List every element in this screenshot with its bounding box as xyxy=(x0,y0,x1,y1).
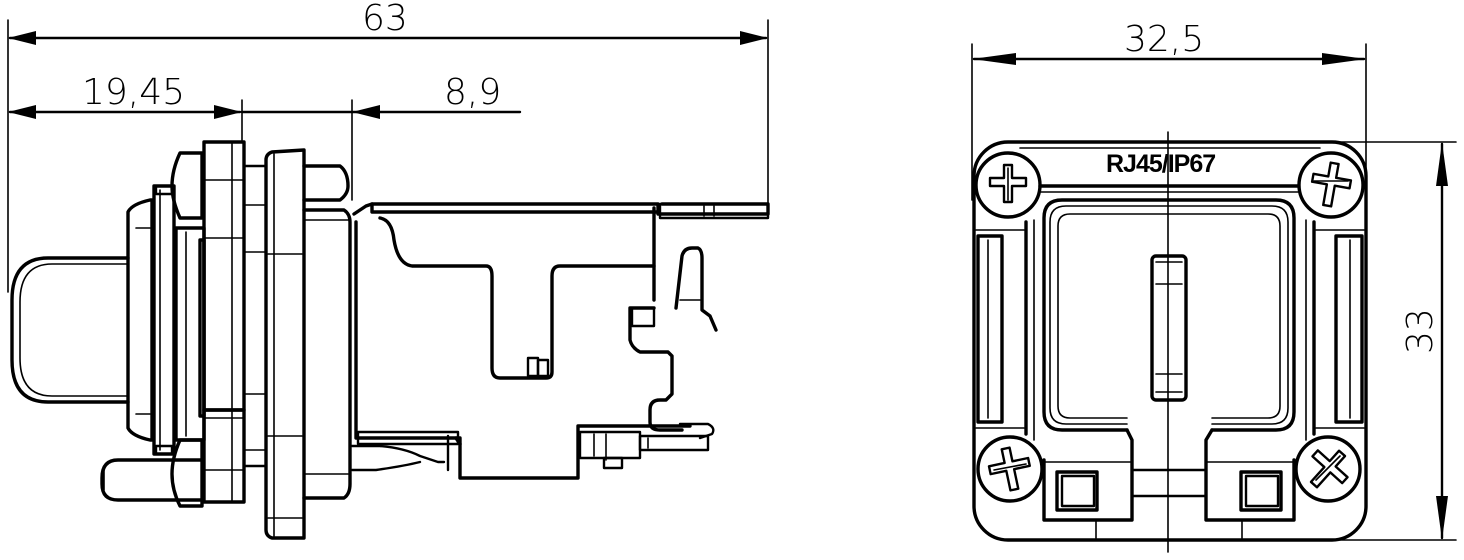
side-view xyxy=(10,140,770,540)
screw-bottom-left-icon xyxy=(976,435,1044,503)
dim-width: 32,5 xyxy=(971,19,1367,201)
dim-overall-length: 63 xyxy=(7,0,769,293)
dim-height: 33 xyxy=(1339,141,1457,541)
screw-top-left-icon xyxy=(974,151,1042,219)
dim-label-8-9: 8,9 xyxy=(444,72,501,113)
connector-label: RJ45/IP67 xyxy=(1106,150,1215,178)
screw-top-right-icon xyxy=(1297,151,1365,219)
dim-label-33: 33 xyxy=(1400,308,1441,354)
front-view: RJ45/IP67 xyxy=(972,131,1368,553)
dim-label-19-45: 19,45 xyxy=(82,72,185,113)
dim-label-32-5: 32,5 xyxy=(1124,19,1204,60)
dim-label-63: 63 xyxy=(362,0,408,39)
dim-front-depth: 19,45 xyxy=(8,72,243,141)
screw-bottom-right-icon xyxy=(1294,435,1362,503)
dim-flange-offset: 8,9 xyxy=(240,72,522,201)
